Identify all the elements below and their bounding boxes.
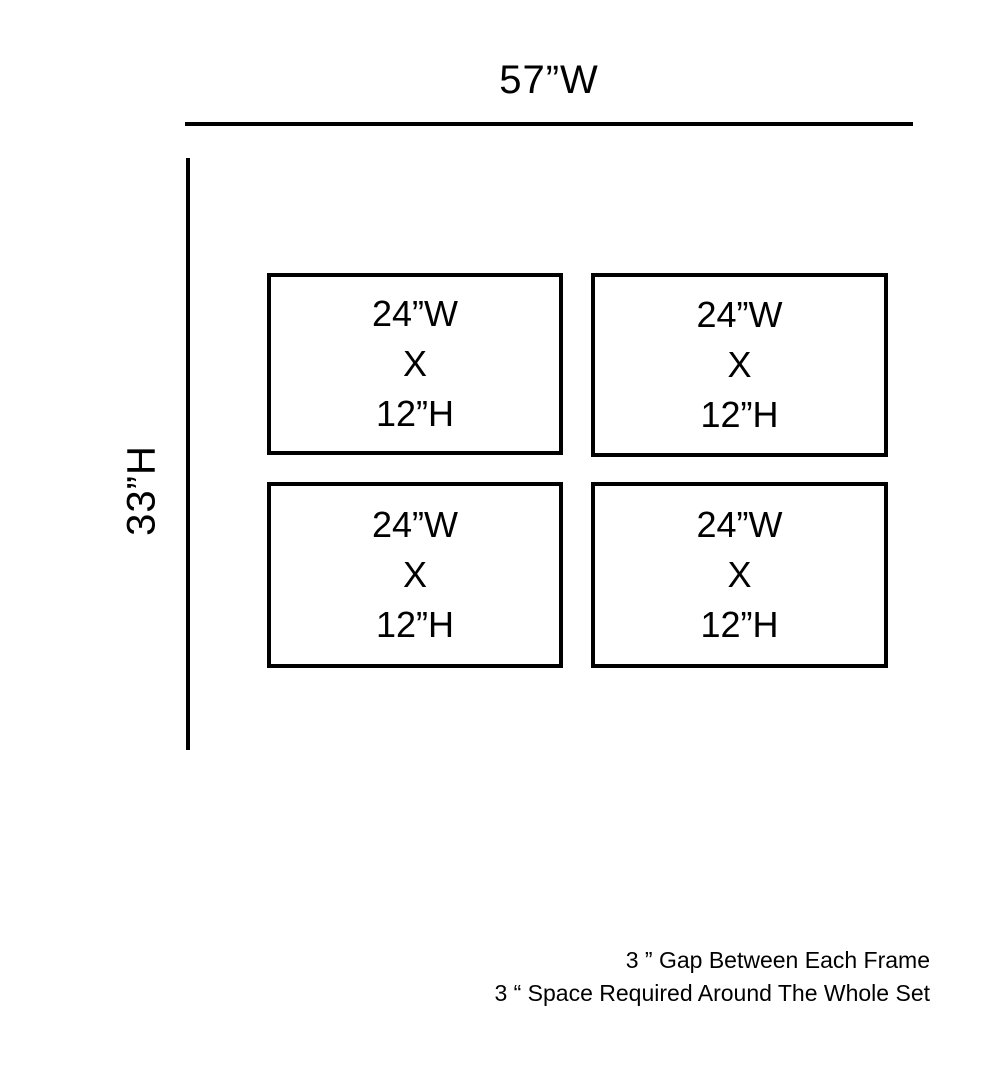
frame-top-right: 24”W X 12”H: [591, 273, 888, 457]
frame-width-label: 24”W: [371, 504, 458, 545]
space-note: 3 “ Space Required Around The Whole Set: [494, 980, 930, 1006]
frame-top-left: 24”W X 12”H: [267, 273, 563, 455]
gap-note: 3 ” Gap Between Each Frame: [625, 947, 930, 973]
frame-x-label: X: [727, 344, 752, 385]
frame-height-label: 12”H: [375, 393, 455, 434]
frame-width-label: 24”W: [696, 294, 783, 335]
frame-width-label: 24”W: [371, 293, 458, 334]
frame-height-label: 12”H: [700, 394, 779, 435]
frame-x-label: X: [402, 343, 427, 384]
frame-x-label: X: [402, 554, 427, 595]
frame-height-label: 12”H: [700, 604, 779, 645]
horizontal-dimension-line: [185, 122, 913, 126]
frame-bottom-left: 24”W X 12”H: [267, 482, 563, 668]
spacing-notes: 3 ” Gap Between Each Frame 3 “ Space Req…: [494, 944, 930, 1010]
vertical-dimension-line: [186, 158, 190, 750]
total-height-label: 33”H: [119, 445, 164, 536]
frame-height-label: 12”H: [375, 604, 455, 645]
frame-x-label: X: [727, 554, 752, 595]
total-width-label: 57”W: [499, 58, 599, 102]
frame-width-label: 24”W: [696, 504, 783, 545]
frame-bottom-right: 24”W X 12”H: [591, 482, 888, 668]
